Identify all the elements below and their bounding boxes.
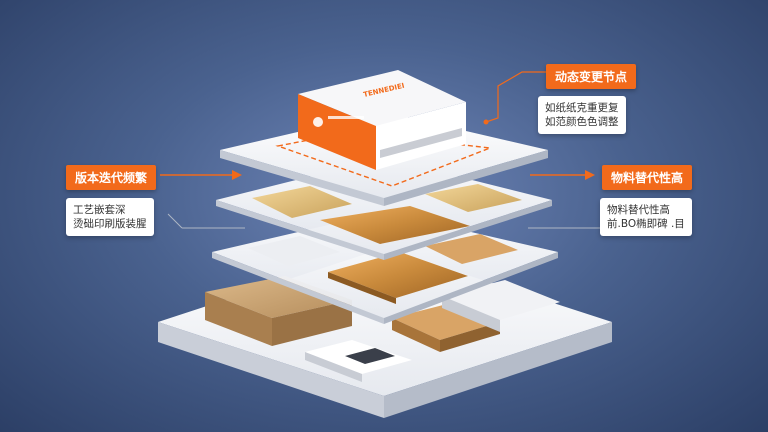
arrow-right-icon (585, 170, 595, 180)
arrow-right-icon (232, 170, 242, 180)
callout-line: 物料替代性高 (607, 204, 670, 216)
callout-card-top-right: 如纸纸克重更复 如范颜色色调整 (538, 96, 626, 134)
callout-line: 烫础印刷版装腥 (73, 218, 147, 230)
callout-line: 工艺嵌套深 (73, 204, 126, 216)
product-box (298, 70, 466, 170)
connector-lines (160, 71, 600, 229)
callout-line: 如纸纸克重更复 (545, 102, 619, 114)
callout-tag-right: 物料替代性高 (602, 165, 693, 190)
panel-layer-3 (212, 212, 558, 324)
callout-card-left: 工艺嵌套深 烫础印刷版装腥 (66, 198, 154, 236)
callout-line: 如范颜色色调整 (545, 116, 619, 128)
grid-card-stack (305, 280, 560, 382)
callout-tag-top-right: 动态变更节点 (546, 64, 637, 89)
kraft-paper-stack (205, 276, 352, 346)
callout-line: 前.BO椭即碑 .目 (607, 218, 685, 230)
callout-tag-left: 版本迭代频繁 (66, 165, 157, 190)
callout-card-right: 物料替代性高 前.BO椭即碑 .目 (600, 198, 692, 236)
